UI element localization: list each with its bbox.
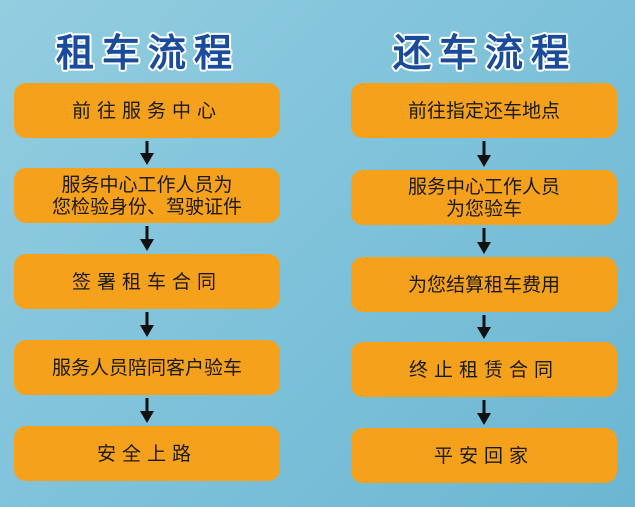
- rent-step-5: 安全上路: [14, 426, 280, 481]
- rent-step-3: 签署租车合同: [14, 254, 280, 309]
- return-step-5: 平安回家: [351, 428, 617, 483]
- return-step-3: 为您结算租车费用: [351, 257, 617, 312]
- down-arrow-icon: [477, 315, 491, 339]
- rent-step-1: 前往服务中心: [14, 83, 280, 138]
- down-arrow-icon: [477, 400, 491, 425]
- return-step-2: 服务中心工作人员 为您验车: [351, 170, 617, 225]
- return-process-title: 还车流程: [392, 31, 577, 75]
- down-arrow-icon: [140, 226, 154, 251]
- down-arrow-icon: [140, 141, 154, 165]
- return-step-4: 终止租赁合同: [351, 342, 617, 397]
- down-arrow-icon: [140, 398, 154, 423]
- down-arrow-icon: [477, 141, 491, 167]
- rent-step-4: 服务人员陪同客户验车: [14, 340, 280, 395]
- down-arrow-icon: [140, 312, 154, 337]
- down-arrow-icon: [477, 228, 491, 254]
- return-step-1: 前往指定还车地点: [351, 83, 617, 138]
- rent-process-title: 租车流程: [55, 31, 240, 75]
- rent-step-2: 服务中心工作人员为 您检验身份、驾驶证件: [14, 168, 280, 223]
